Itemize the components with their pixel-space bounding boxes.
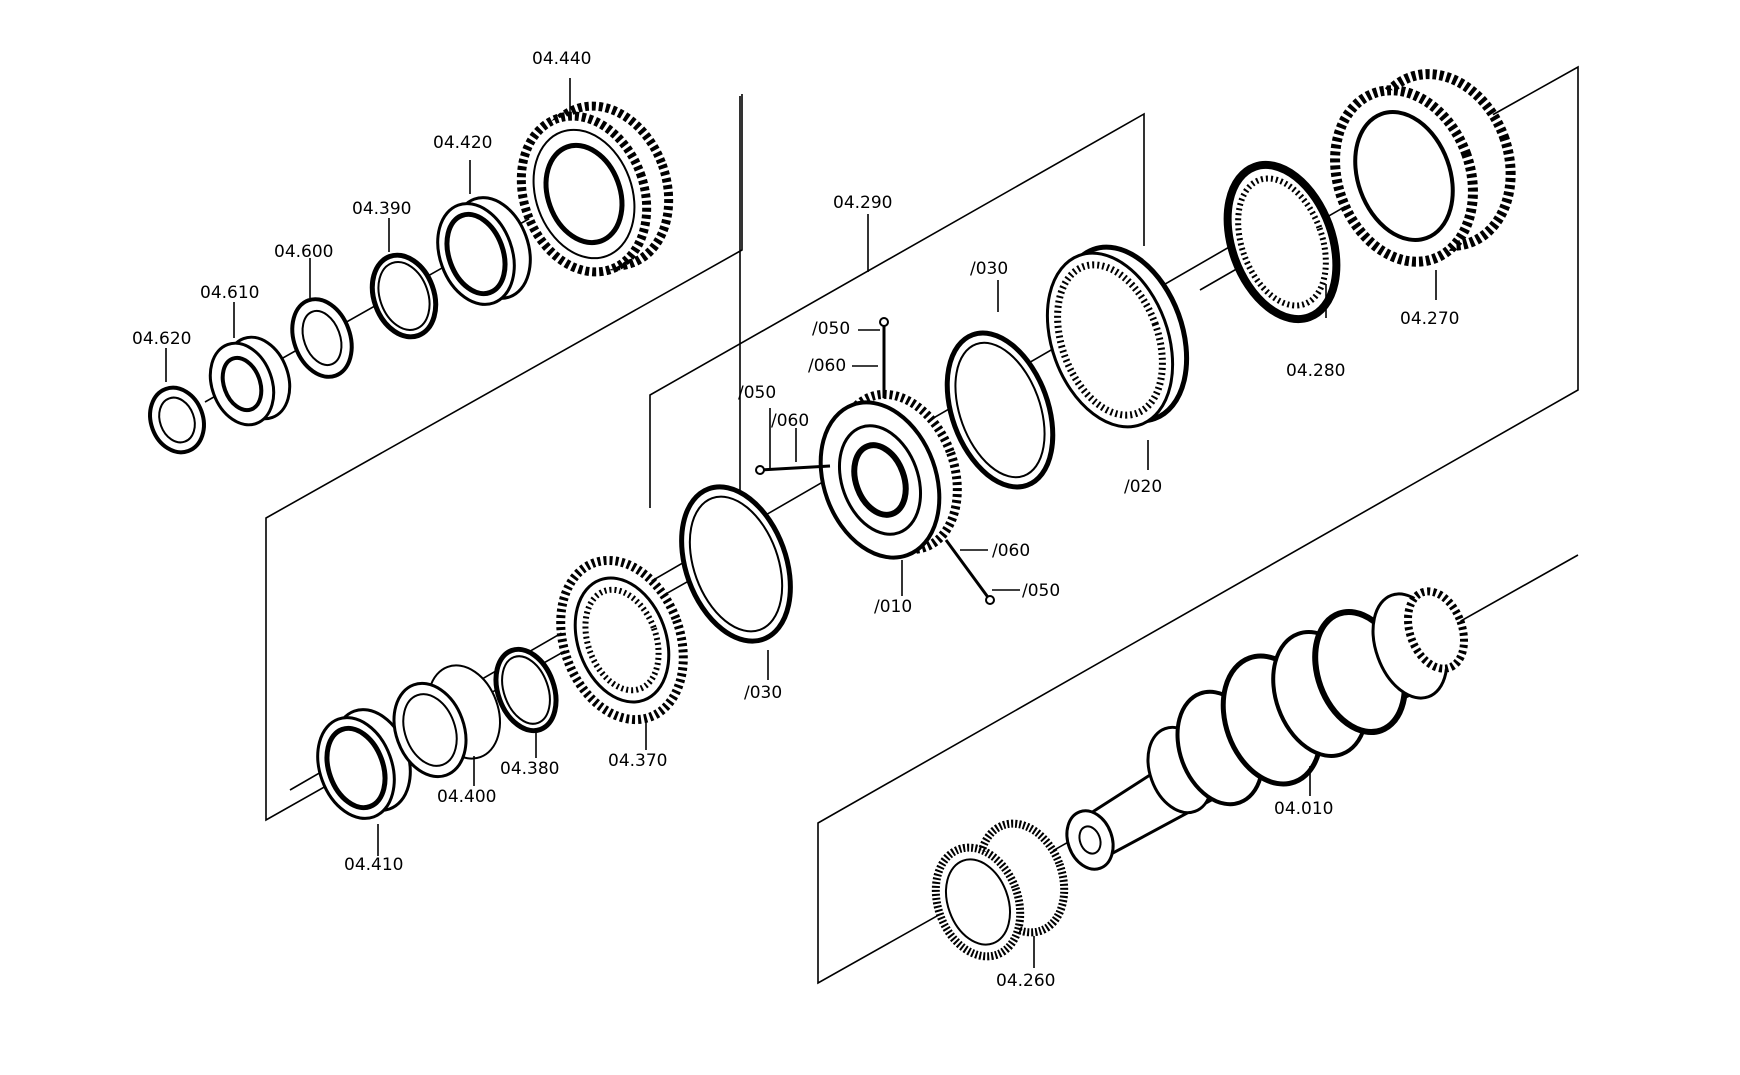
- part-04-610-bearing: [208, 335, 292, 427]
- label-04-600: 04.600: [274, 242, 333, 262]
- label-04-280: 04.280: [1286, 361, 1345, 381]
- label-04-390: 04.390: [352, 199, 411, 219]
- label-04-380: 04.380: [500, 759, 559, 779]
- part-04-010-main-shaft: [1065, 587, 1469, 871]
- label-060-b: /060: [771, 411, 809, 431]
- label-030-top: /030: [970, 259, 1008, 279]
- group-frame-middle: [649, 112, 1145, 508]
- label-04-410: 04.410: [344, 855, 403, 875]
- label-04-270: 04.270: [1400, 309, 1459, 329]
- part-04-280-synchro-ring: [1223, 160, 1341, 324]
- label-030-bottom: /030: [744, 683, 782, 703]
- part-04-380-snap-ring: [493, 646, 559, 734]
- label-04-260: 04.260: [996, 971, 1055, 991]
- label-04-290: 04.290: [833, 193, 892, 213]
- label-010: /010: [874, 597, 912, 617]
- part-04-270-gear: [1330, 69, 1516, 267]
- label-04-400: 04.400: [437, 787, 496, 807]
- part-04-620-ring: [148, 385, 206, 455]
- label-04-620: 04.620: [132, 329, 191, 349]
- part-04-370-synchro-ring: [556, 555, 688, 725]
- part-04-260-needle-bearing: [931, 819, 1069, 961]
- group-frame-upper-left: [265, 94, 743, 822]
- part-020-sleeve: [1045, 244, 1190, 429]
- part-04-400-bushing: [392, 664, 501, 779]
- part-04-440-gear: [516, 101, 674, 277]
- label-04-420: 04.420: [433, 133, 492, 153]
- label-050-a: /050: [812, 319, 850, 339]
- label-060-c: /060: [992, 541, 1030, 561]
- label-020: /020: [1124, 477, 1162, 497]
- label-04-610: 04.610: [200, 283, 259, 303]
- part-04-600-ring: [290, 297, 354, 379]
- label-060-a: /060: [808, 356, 846, 376]
- label-04-370: 04.370: [608, 751, 667, 771]
- part-030-upper-ring: [944, 330, 1056, 490]
- part-pins-springs: [755, 317, 995, 605]
- part-010-synchro-hub: [818, 389, 962, 560]
- part-04-420-ring: [436, 196, 532, 306]
- part-030-lower-ring: [679, 484, 793, 644]
- part-04-410-ring: [316, 708, 412, 820]
- leaders-upper: [165, 78, 571, 382]
- leaders-middle: [377, 214, 1437, 856]
- label-04-010: 04.010: [1274, 799, 1333, 819]
- part-04-390-snap-ring: [369, 252, 439, 340]
- leaders-shaft: [1033, 766, 1311, 968]
- label-050-b: /050: [738, 383, 776, 403]
- label-04-440: 04.440: [532, 49, 591, 69]
- label-050-c: /050: [1022, 581, 1060, 601]
